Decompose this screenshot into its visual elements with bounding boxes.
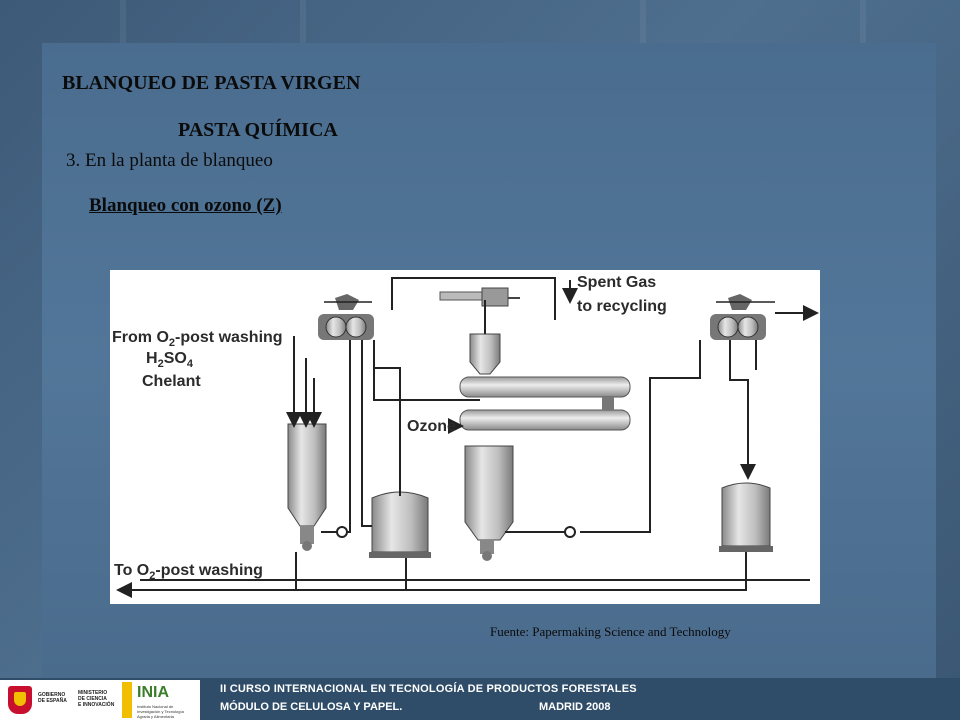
process-flow-svg: From O2-post washing H2SO4 Chelant Spent…: [112, 274, 819, 598]
logo-ministerio-line2: DE CIENCIA: [78, 696, 107, 702]
label-spent-gas: Spent Gas: [577, 274, 656, 291]
mixing-tank-left: [287, 423, 327, 551]
ozone-bleaching-diagram: From O2-post washing H2SO4 Chelant Spent…: [110, 270, 820, 604]
inia-logo-text: INIA: [137, 684, 169, 701]
slide-title: BLANQUEO DE PASTA VIRGEN: [62, 72, 361, 94]
label-chelant: Chelant: [142, 373, 201, 390]
step-heading: 3. En la planta de blanqueo: [66, 150, 273, 171]
reactor-pipes: [459, 376, 631, 431]
storage-tank-left: [369, 491, 431, 558]
process-lines: [116, 277, 810, 598]
label-to-o2: To O2-post washing: [114, 562, 263, 582]
spain-coat-of-arms-icon: [8, 686, 32, 714]
logo-gobierno-line1: GOBIERNO: [38, 692, 66, 698]
logo-divider: [122, 682, 132, 718]
method-heading: Blanqueo con ozono (Z): [89, 195, 282, 216]
washer-right: [710, 294, 819, 340]
ozone-reactor-tank: [464, 445, 514, 561]
inia-logo: INIA Instituto Nacional de Investigación…: [137, 684, 197, 719]
washer-left: [318, 294, 374, 340]
source-citation: Fuente: Papermaking Science and Technolo…: [490, 624, 731, 639]
footer-module: MÓDULO DE CELULOSA Y PAPEL.: [220, 701, 403, 713]
logo-ministerio-line3: E INNOVACIÓN: [78, 702, 115, 708]
logo-gobierno-line2: DE ESPAÑA: [38, 698, 67, 704]
screw-conveyor: [439, 287, 520, 307]
inia-logo-subtitle: Instituto Nacional de Investigación y Te…: [137, 704, 184, 719]
label-h2so4: H2SO4: [146, 350, 194, 370]
label-to-recycling: to recycling: [577, 298, 667, 315]
logo-ministerio: MINISTERIO DE CIENCIA E INNOVACIÓN: [78, 690, 114, 708]
storage-tank-right: [719, 482, 773, 552]
label-from-o2: From O2-post washing: [112, 329, 283, 349]
logo-gobierno: GOBIERNO DE ESPAÑA: [38, 692, 67, 704]
hopper: [469, 333, 501, 375]
label-ozone: Ozone: [407, 418, 456, 435]
footer-course-title: II CURSO INTERNACIONAL EN TECNOLOGÍA DE …: [220, 683, 637, 695]
slide-subtitle: PASTA QUÍMICA: [178, 119, 338, 141]
footer-logos: GOBIERNO DE ESPAÑA MINISTERIO DE CIENCIA…: [0, 680, 200, 720]
pump-center: [564, 526, 576, 538]
pump-left: [336, 526, 348, 538]
footer-location-year: MADRID 2008: [539, 701, 611, 713]
logo-ministerio-line1: MINISTERIO: [78, 690, 108, 696]
